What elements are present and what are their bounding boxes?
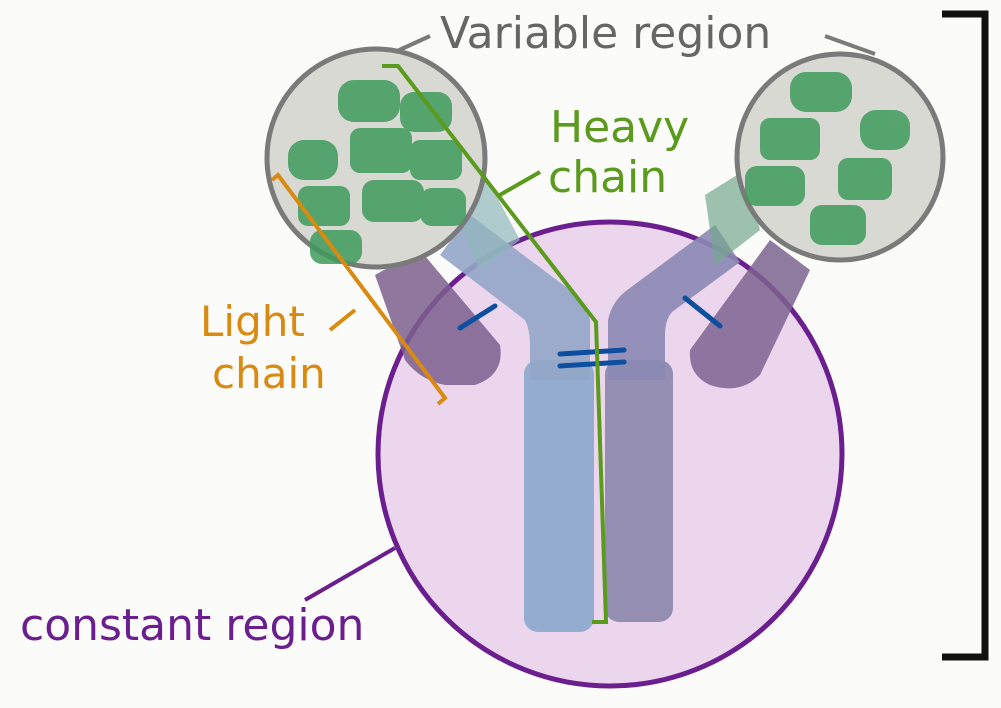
light-chain-right xyxy=(689,240,810,389)
light-chain-bracket xyxy=(270,172,448,406)
heavy-chain-stem-right xyxy=(605,360,673,622)
variable-region-pointer-left xyxy=(394,34,431,54)
variable-region-label: Variable region xyxy=(440,8,771,59)
heavy-chain-label-line2: chain xyxy=(548,152,667,203)
constant-region-label: constant region xyxy=(20,600,364,651)
variable-region-pointer-right xyxy=(824,34,876,56)
light-chain-label-line1: Light xyxy=(200,297,305,346)
heavy-chain-pointer xyxy=(497,170,541,198)
heavy-chain-label-line1: Heavy xyxy=(550,102,689,153)
heavy-chain-stem-left xyxy=(524,360,594,632)
light-chain-label-line2: chain xyxy=(212,349,326,398)
constant-region-pointer xyxy=(303,546,397,602)
disulfide-bonds xyxy=(457,295,723,369)
variable-domains-right xyxy=(745,72,910,245)
variable-region-circle-right xyxy=(734,51,946,263)
light-chain-pointer xyxy=(328,308,357,332)
heavy-chain-indicator-line xyxy=(382,64,609,624)
variable-domains-left xyxy=(288,80,466,264)
heavy-chain-arm-right xyxy=(608,225,740,380)
light-chain-left xyxy=(375,250,501,385)
antibody-bracket xyxy=(942,10,989,661)
